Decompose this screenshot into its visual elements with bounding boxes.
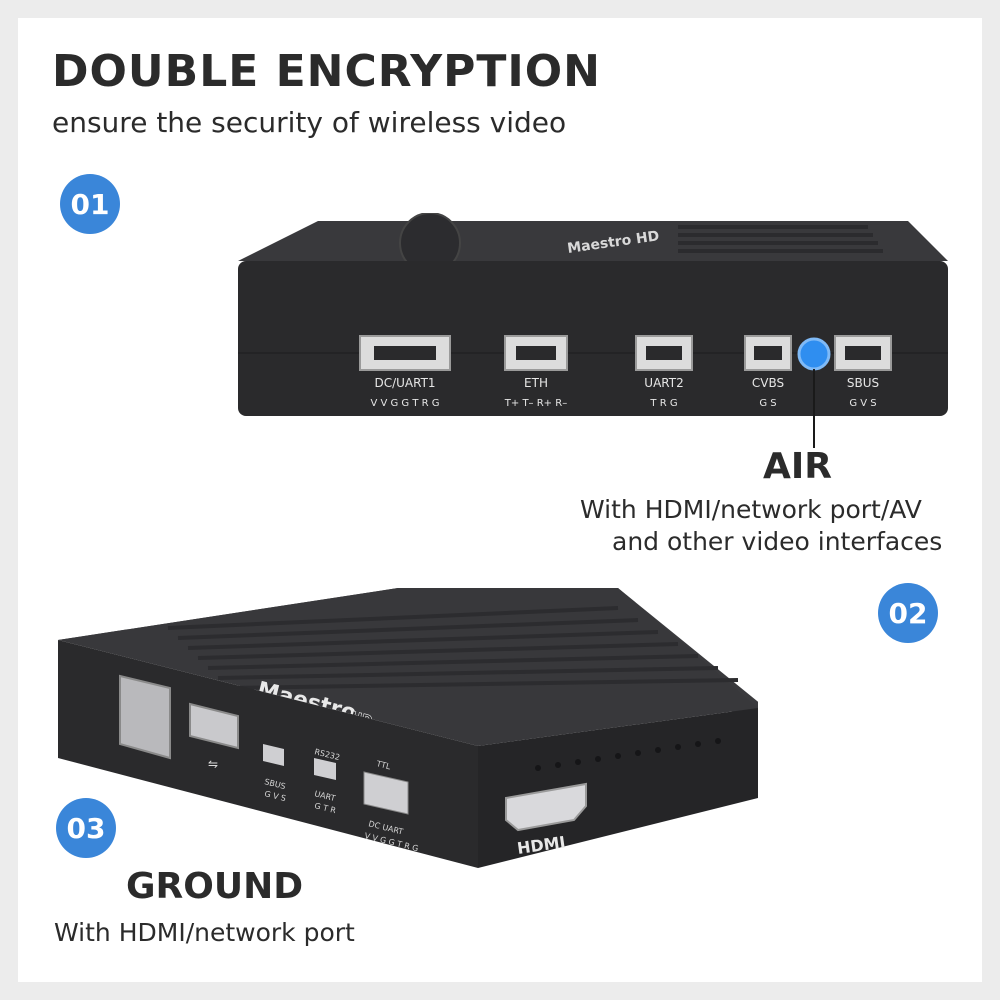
label-ttl: TTL (375, 759, 392, 772)
product-card: DOUBLE ENCRYPTION ensure the security of… (18, 18, 982, 982)
usb-icon: ⇋ (208, 757, 218, 771)
port-label-sbus: SBUS (847, 376, 879, 390)
ground-heatsink-fins (167, 606, 739, 690)
port-pins-uart2: T R G (649, 398, 677, 409)
badge-02: 02 (878, 583, 938, 643)
usb-port (189, 702, 239, 750)
port-dc-uart-ground (363, 771, 409, 815)
ground-unit-image: Maestro HD ⇋ SBUS G V S RS232 UART G T R… (58, 588, 758, 868)
air-heatsink-fins (678, 225, 883, 253)
port-label-dc-uart1: DC/UART1 (374, 376, 435, 390)
ground-desc: With HDMI/network port (54, 918, 355, 947)
air-unit-image: Maestro HD DC/UART1 V V G G T R G ETH T+… (238, 213, 948, 448)
air-indicator-dot (797, 337, 831, 371)
page-subtitle: ensure the security of wireless video (52, 106, 567, 139)
air-desc-line1: With HDMI/network port/AV (580, 495, 922, 524)
port-pins-dc-uart1: V V G G T R G (370, 398, 439, 409)
badge-01: 01 (60, 174, 120, 234)
page-title: DOUBLE ENCRYPTION (52, 46, 601, 97)
air-desc-line2: and other video interfaces (612, 527, 943, 556)
ethernet-port (119, 674, 171, 760)
port-pins-sbus: G V S (849, 398, 876, 409)
port-label-eth: ETH (524, 376, 548, 390)
hdmi-port (505, 782, 587, 832)
ground-heading: GROUND (126, 866, 304, 907)
air-front-face (238, 261, 948, 416)
air-heading: AIR (763, 446, 832, 487)
ground-right-face (478, 708, 758, 868)
badge-03: 03 (56, 798, 116, 858)
port-label-cvbs: CVBS (752, 376, 784, 390)
port-pins-eth: T+ T– R+ R– (504, 398, 567, 409)
port-pins-cvbs: G S (759, 398, 776, 409)
port-label-uart2: UART2 (644, 376, 683, 390)
port-sbus-ground (263, 744, 284, 766)
port-uart-ground (314, 758, 336, 780)
ground-vent-holes (535, 738, 721, 771)
